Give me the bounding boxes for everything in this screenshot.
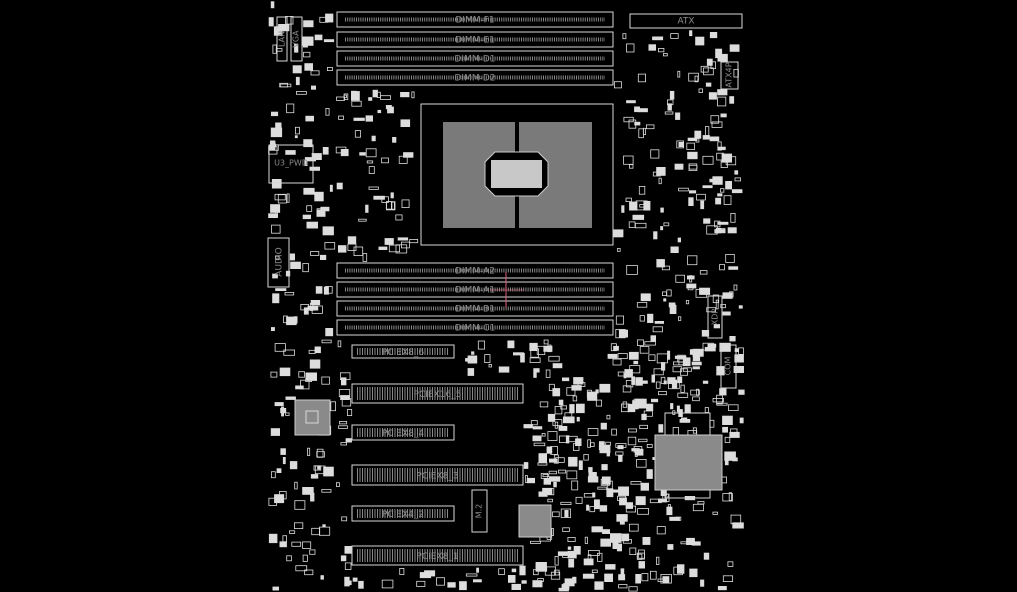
usb-label: U3_PWD	[274, 159, 308, 168]
m2-label: M.2	[475, 504, 484, 519]
pcie-slot-pciex4_2[interactable]: PCIEX4_2	[351, 505, 455, 522]
audio-connector[interactable]: AUDIO	[267, 237, 290, 288]
atx4p-connector[interactable]: ATX4P	[720, 61, 739, 90]
audio-label: AUDIO	[275, 247, 285, 276]
pcie-slot-pciex8_6[interactable]: PCIEX8_6	[351, 344, 455, 359]
dimm-label: DIMM-D2	[454, 74, 495, 84]
pcie-slot-pciex8_4[interactable]: PCIEX8_4	[351, 424, 455, 441]
pcie-label: PCIEX8_1	[416, 552, 458, 562]
dimm-label: DIMM-A2	[455, 267, 495, 277]
dimm-label: DIMM-D1	[454, 55, 495, 65]
dimm-label: DIMM-F1	[455, 16, 494, 26]
dimm-label: DIMM-C1	[455, 324, 495, 334]
small-components	[268, 1, 745, 592]
pcie-slot-pciex8_1[interactable]: PCIEX8_1	[351, 545, 524, 566]
xdp-connector[interactable]: XDP	[707, 295, 723, 339]
bmc-chip[interactable]	[294, 399, 331, 436]
dimm-label: DIMM-A1	[455, 286, 495, 296]
m2-connector[interactable]: M.2	[471, 489, 488, 533]
dimm-slot-dimm-a2[interactable]: DIMM-A2	[336, 262, 614, 279]
dimm-slot-dimm-f1[interactable]: DIMM-F1	[336, 11, 614, 28]
com-connector[interactable]: COM	[720, 344, 737, 389]
dimm-slot-dimm-c1[interactable]: DIMM-C1	[336, 319, 614, 336]
cursor-crosshair	[490, 272, 524, 308]
lan-connector[interactable]: LAN	[276, 16, 288, 62]
pcie-slot-pciex8_3[interactable]: PCIEX8_3	[351, 464, 524, 486]
atx4p-label: ATX4P	[725, 62, 734, 87]
dimm-label: DIMM-B1	[455, 305, 495, 315]
pcie-label: PCIEX8_4	[382, 429, 424, 439]
chipset-pch[interactable]	[654, 412, 723, 499]
lan-label: LAN	[278, 31, 287, 47]
dimm-label: DIMM-E1	[455, 36, 495, 46]
vga-connector[interactable]: VGA	[290, 16, 303, 62]
atx-label: ATX	[677, 17, 694, 27]
com-label: COM	[724, 357, 733, 376]
dimm-slot-dimm-d1[interactable]: DIMM-D1	[336, 50, 614, 67]
dimm-slot-dimm-a1[interactable]: DIMM-A1	[336, 281, 614, 298]
atx-connector[interactable]: ATX	[629, 13, 743, 29]
vga-label: VGA	[292, 30, 301, 48]
xdp-label: XDP	[711, 309, 720, 326]
pcie-label: PCIEX16_5	[414, 390, 462, 400]
lan-chip[interactable]	[518, 504, 552, 538]
pcie-label: PCIEX8_6	[382, 348, 424, 358]
dimm-slots: DIMM-F1DIMM-E1DIMM-D1DIMM-D2DIMM-A2DIMM-…	[336, 11, 614, 336]
pcie-label: PCIEX8_3	[416, 472, 458, 482]
pcie-slot-pciex16_5[interactable]: PCIEX16_5	[351, 383, 524, 404]
dimm-slot-dimm-b1[interactable]: DIMM-B1	[336, 300, 614, 317]
usb-connector[interactable]: U3_PWD	[268, 144, 314, 184]
dimm-slot-dimm-d2[interactable]: DIMM-D2	[336, 69, 614, 86]
pcie-slots: PCIEX8_6PCIEX16_5PCIEX8_4PCIEX8_3PCIEX4_…	[351, 344, 524, 566]
dimm-slot-dimm-e1[interactable]: DIMM-E1	[336, 31, 614, 48]
cpu-socket[interactable]	[420, 103, 614, 246]
cpu-center-pads	[491, 160, 542, 188]
pcie-label: PCIEX4_2	[382, 510, 424, 520]
